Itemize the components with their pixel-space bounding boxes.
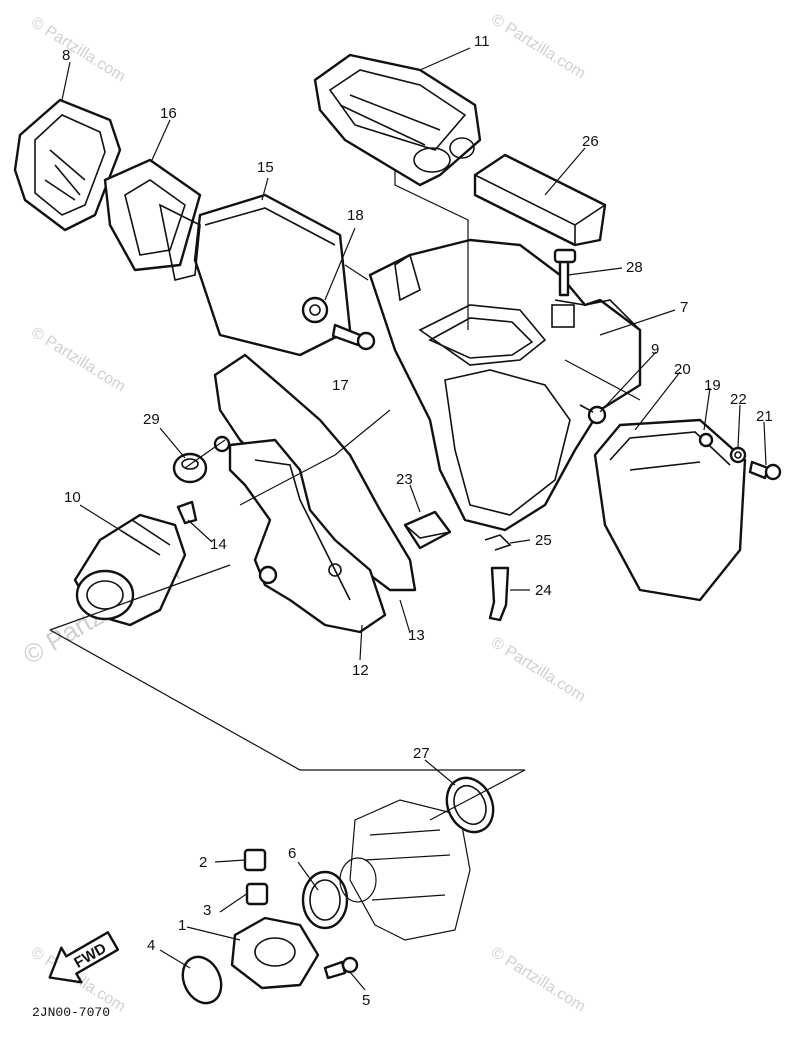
part-3-nipple: [245, 882, 269, 906]
part-11-intake-boot: [313, 53, 482, 187]
callout-23: 23: [396, 471, 413, 488]
callout-24: 24: [535, 582, 552, 599]
part-18-grommet: [301, 296, 329, 324]
callout-5: 5: [362, 992, 370, 1009]
part-4-o-ring: [181, 955, 223, 1005]
callout-8: 8: [62, 47, 70, 64]
part-24-drain-tube: [488, 566, 510, 622]
callout-29: 29: [143, 411, 160, 428]
callout-labels: 8 16 15 18 11 26 28 7 17 9 20 19 22 21 2…: [62, 33, 773, 1009]
part-5-screw: [323, 956, 359, 980]
callout-28: 28: [626, 259, 643, 276]
part-2-cap: [243, 848, 267, 872]
callout-18: 18: [347, 207, 364, 224]
watermark-top-right: © Partzilla.com: [488, 11, 588, 83]
callout-2: 2: [199, 854, 207, 871]
part-22-washer: [729, 446, 747, 464]
part-12-bracket: [213, 435, 387, 634]
part-14-screw: [176, 500, 198, 525]
callout-4: 4: [147, 937, 155, 954]
part-8-duct-flange: [13, 98, 122, 232]
callout-22: 22: [730, 391, 747, 408]
callout-26: 26: [582, 133, 599, 150]
callout-6: 6: [288, 845, 296, 862]
part-19-grommet: [698, 432, 714, 448]
callout-9: 9: [651, 341, 659, 358]
callout-27: 27: [413, 745, 430, 762]
callout-21: 21: [756, 408, 773, 425]
part-20-cap-cover: [593, 418, 747, 602]
callout-13: 13: [408, 627, 425, 644]
part-17-bolt: [331, 323, 376, 351]
watermark-mid-right: © Partzilla.com: [488, 634, 588, 706]
callout-1: 1: [178, 917, 186, 934]
callout-16: 16: [160, 105, 177, 122]
watermark-mid-left: © Partzilla.com: [28, 324, 128, 396]
part-28-bolt: [553, 248, 577, 297]
diagram-code: 2JN00-7070: [32, 1005, 110, 1020]
callout-15: 15: [257, 159, 274, 176]
assembly-leaders: [49, 170, 641, 821]
part-21-bolt: [748, 460, 782, 481]
part-29-grommet: [172, 452, 208, 484]
watermark-bottom-right: © Partzilla.com: [488, 944, 588, 1016]
callout-25: 25: [535, 532, 552, 549]
callout-14: 14: [210, 536, 227, 553]
callout-leaders: [61, 47, 767, 991]
engine-outline: [349, 799, 471, 941]
part-1-carb-joint: [230, 916, 320, 990]
callout-20: 20: [674, 361, 691, 378]
callout-19: 19: [704, 377, 721, 394]
part-26-foam-block: [473, 153, 607, 247]
part-27-hose-band: [445, 776, 495, 834]
part-6-band-clamp: [301, 857, 377, 930]
callout-7: 7: [680, 299, 688, 316]
callout-3: 3: [203, 902, 211, 919]
callout-11: 11: [474, 33, 490, 50]
callout-17: 17: [332, 377, 349, 394]
callout-10: 10: [64, 489, 81, 506]
part-10-intake-joint: [73, 513, 187, 627]
part-16-joint: [103, 158, 202, 272]
watermark-top-left: © Partzilla.com: [28, 14, 128, 86]
part-7-air-box: [368, 238, 642, 532]
callout-12: 12: [352, 662, 369, 679]
part-23-foam-pad: [403, 510, 452, 550]
part-25-clip: [484, 534, 512, 551]
part-15-air-filter-element: [158, 193, 352, 357]
